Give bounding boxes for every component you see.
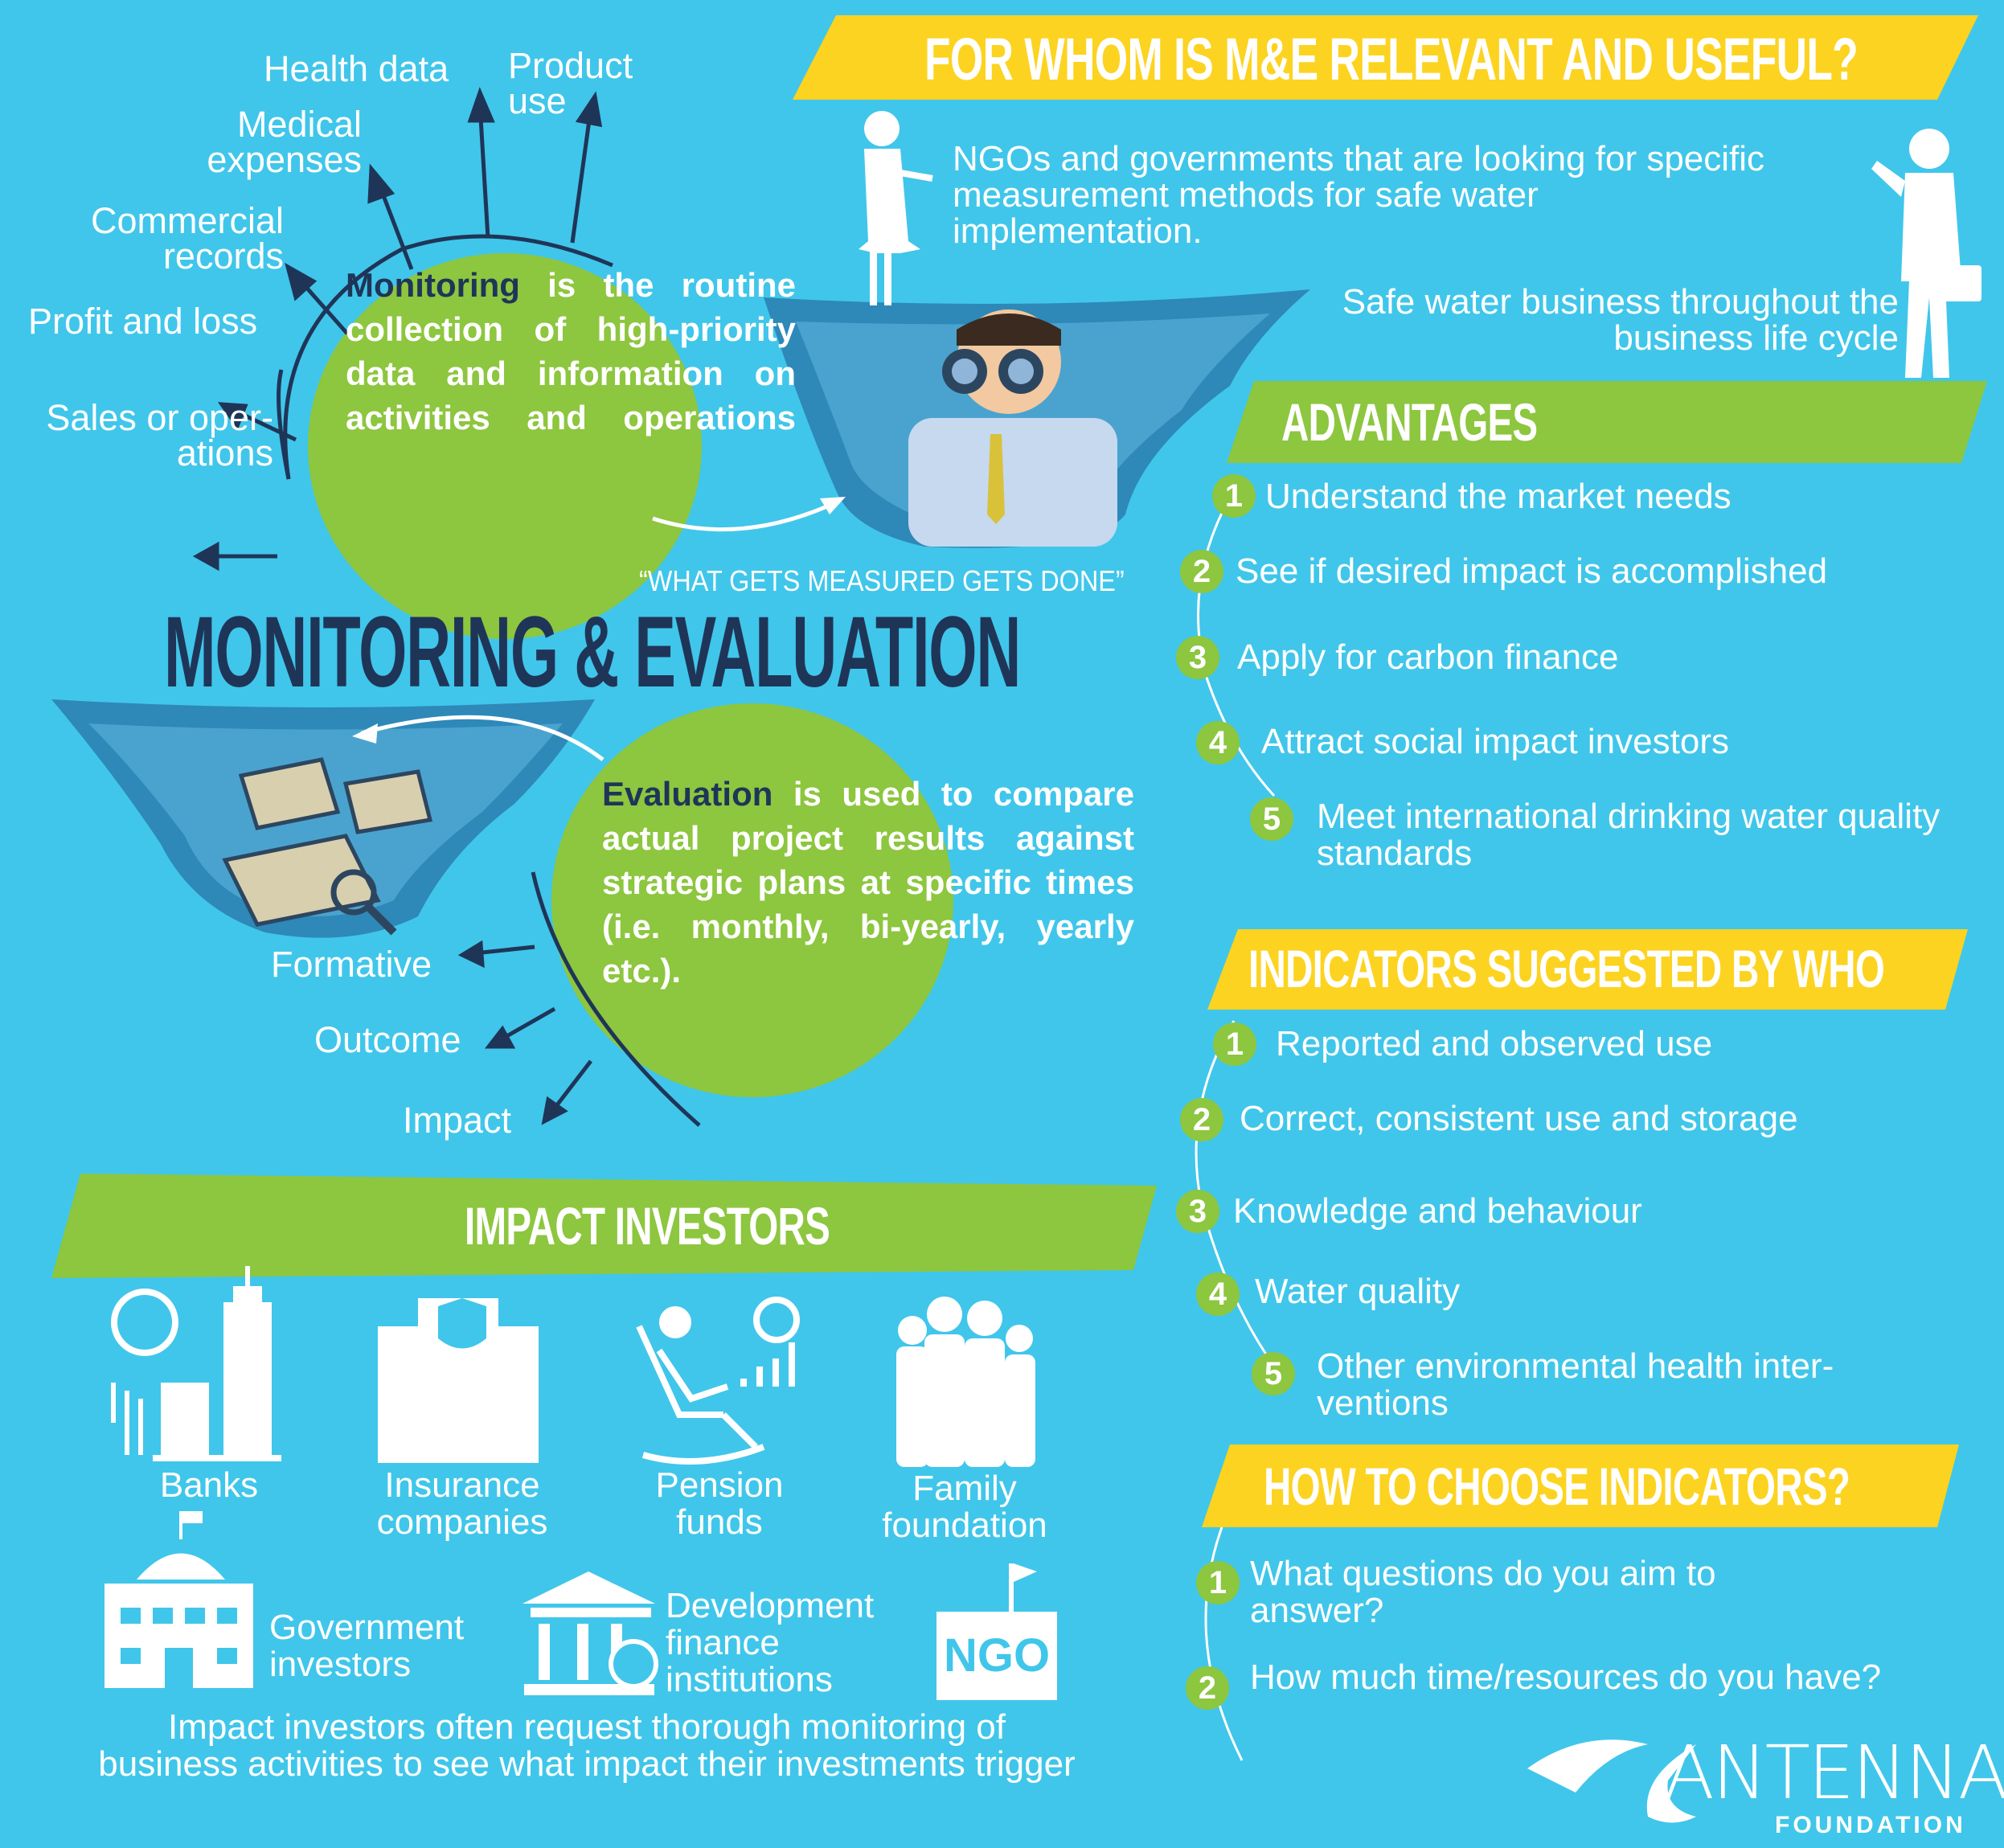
ngo-label: NGO [943,1629,1051,1682]
advantages-banner [1227,381,1987,463]
evaluation-text: is used to compare actual project result… [602,775,1134,990]
monitoring-circle [308,253,702,639]
investors-title: IMPACT INVESTORS [465,1196,830,1256]
choose-number-2: 2 [1186,1666,1229,1710]
ngo-icon [936,1563,1057,1700]
source-health-data: Health data [264,48,449,89]
choose-number-1: 1 [1196,1561,1240,1604]
source-commercial-records: Commercial records [90,200,284,277]
quote: “WHAT GETS MEASURED GETS DONE” [639,564,1125,597]
indicator-number-3: 3 [1176,1190,1219,1233]
monitoring-arc [283,234,613,480]
flow-arrow-2 [361,715,604,761]
man-silhouette [1871,129,1981,378]
logo-sub: FOUNDATION [1775,1812,1966,1838]
source-medical-expenses: Medical expenses [207,104,362,180]
indicator-item: Other environmental health inter-vention… [1317,1346,1834,1423]
main-title: MONITORING & EVALUATION [164,596,1021,708]
source-sales-operations: Sales or oper-ations [46,397,273,473]
investors-banner [51,1174,1157,1278]
choose-title: HOW TO CHOOSE INDICATORS? [1264,1457,1850,1516]
evaluation-arrows [457,940,592,1125]
investor-family: Family foundation [882,1469,1047,1545]
indicator-item: Reported and observed use [1276,1024,1713,1063]
source-product-use: Product use [508,45,633,121]
monitoring-text: is the routine collection of high-priori… [346,266,796,436]
indicator-number-4: 4 [1196,1272,1240,1316]
header-title: FOR WHOM IS M&E RELEVANT AND USEFUL? [924,26,1859,92]
choose-item: What questions do you aim to answer? [1250,1554,1716,1630]
indicator-number-2: 2 [1180,1098,1223,1141]
investor-pension: Pension funds [655,1465,784,1542]
evaluation-keyword: Evaluation [602,775,773,813]
source-profit-loss: Profit and loss [28,301,258,342]
indicator-item: Knowledge and behaviour [1233,1191,1642,1231]
government-icon [105,1511,253,1688]
documents-pool-illustration [51,699,595,938]
logo-name: ANTENNA [1664,1730,2004,1816]
advantage-number-3: 3 [1176,636,1219,679]
evaluation-definition: Evaluation is used to compare actual pro… [602,772,1134,993]
audience-ngo: NGOs and governments that are looking fo… [953,139,1765,251]
monitoring-keyword: Monitoring [346,266,520,304]
investor-dfi: Development finance institutions [666,1586,875,1699]
insurance-icon [378,1298,539,1463]
investor-insurance: Insurance companies [376,1465,548,1542]
advantage-item: Apply for carbon finance [1237,637,1619,677]
type-outcome: Outcome [314,1019,461,1060]
advantage-number-1: 1 [1212,474,1256,518]
advantage-number-2: 2 [1180,550,1223,593]
binoculars-pool-illustration [764,289,1310,548]
woman-silhouette [859,111,933,305]
monitoring-arrows [192,87,603,572]
indicators-banner [1207,929,1968,1010]
investor-banks: Banks [159,1465,259,1505]
type-impact: Impact [403,1100,512,1141]
advantage-item: See if desired impact is accomplished [1236,551,1828,591]
advantages-title: ADVANTAGES [1281,392,1538,452]
choose-banner [1202,1444,1959,1527]
audience-business: Safe water business throughout the busin… [1342,282,1899,358]
advantage-item: Meet international drinking water qualit… [1317,797,1940,873]
monitoring-definition: Monitoring is the routine collection of … [346,263,796,440]
indicator-item: Water quality [1255,1272,1461,1311]
flow-arrow-1 [652,500,838,532]
banks-icon [111,1266,281,1461]
indicator-item: Correct, consistent use and storage [1240,1099,1798,1138]
header-banner [793,15,1978,100]
investors-note: Impact investors often request thorough … [98,1707,1076,1784]
antenna-logo [1527,1739,1696,1823]
choose-arc [1204,1526,1244,1761]
advantage-item: Understand the market needs [1265,477,1731,516]
dfi-icon [523,1571,658,1695]
evaluation-arc [531,871,701,1127]
type-formative: Formative [271,944,432,985]
choose-item: How much time/resources do you have? [1250,1657,1882,1697]
indicator-number-1: 1 [1213,1022,1256,1066]
indicators-title: INDICATORS SUGGESTED BY WHO [1248,939,1885,998]
advantage-number-5: 5 [1250,797,1293,841]
advantage-number-4: 4 [1196,721,1240,764]
evaluation-circle [551,703,953,1097]
family-icon [896,1297,1035,1467]
investor-government: Government investors [269,1608,465,1684]
indicator-number-5: 5 [1252,1352,1295,1395]
advantage-item: Attract social impact investors [1261,722,1729,761]
pension-icon [636,1297,800,1465]
